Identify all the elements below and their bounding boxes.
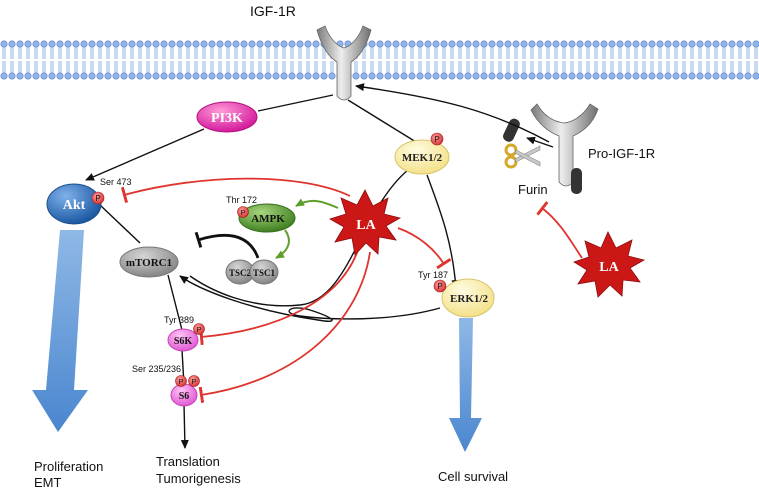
- cell-survival-label: Cell survival: [438, 469, 508, 484]
- svg-text:LA: LA: [356, 218, 376, 233]
- pro-igf1r-label: Pro-IGF-1R: [588, 146, 655, 161]
- translation-label: Translation: [156, 454, 220, 469]
- akt-site-label: Ser 473: [100, 177, 132, 187]
- svg-text:MEK1/2: MEK1/2: [402, 152, 443, 164]
- akt-outcome-arrow: [32, 230, 88, 432]
- akt-node: Akt: [46, 183, 102, 225]
- ampk-site-label: Thr 172: [226, 195, 257, 205]
- arrow-pi3k-to-akt: [85, 128, 205, 181]
- erk-outcome-arrow: [449, 318, 482, 452]
- phospho-ampk: P: [237, 206, 249, 218]
- phospho-erk: P: [433, 279, 447, 293]
- mtorc1-node: mTORC1: [119, 246, 179, 278]
- ampk-node: AMPK: [238, 203, 296, 233]
- inhibit-la-to-erk: [397, 227, 452, 270]
- phospho-s6k: P: [193, 323, 205, 335]
- arrow-pro-to-igf1r: [355, 83, 550, 143]
- pi3k-node: PI3K: [196, 101, 258, 133]
- svg-text:PI3K: PI3K: [211, 111, 243, 126]
- phospho-akt: P: [91, 191, 105, 205]
- la-star-main: LA: [329, 189, 402, 256]
- inhibit-la-to-s6k: [199, 249, 359, 346]
- phospho-mek: P: [430, 132, 444, 146]
- line-igf1r-to-pi3k: [257, 94, 334, 112]
- cell-membrane: [0, 40, 759, 80]
- phospho-s6-b: P: [188, 375, 200, 387]
- inhibit-la-to-furin: [536, 201, 583, 259]
- erk-node: ERK1/2: [441, 278, 495, 318]
- svg-text:P: P: [240, 208, 245, 217]
- tsc2-node: TSC2: [225, 259, 255, 285]
- scissors-icon: [504, 143, 541, 169]
- arrow-pro-to-fragment: [526, 136, 554, 148]
- arrow-ampk-to-tsc: [275, 229, 290, 259]
- inhibit-la-to-akt: [120, 177, 351, 203]
- svg-text:P: P: [178, 377, 183, 386]
- s6-site-label: Ser 235/236: [132, 364, 181, 374]
- line-igf1r-to-mek: [347, 99, 417, 143]
- svg-text:P: P: [191, 377, 196, 386]
- svg-text:AMPK: AMPK: [251, 213, 285, 225]
- erk-site-label: Tyr 187: [418, 270, 448, 280]
- svg-text:LA: LA: [599, 260, 619, 275]
- arrow-la-to-ampk: [295, 198, 339, 209]
- pro-igf1r-receptor: [530, 103, 599, 194]
- phospho-s6-a: P: [175, 375, 187, 387]
- cleaved-fragment: [503, 118, 520, 142]
- line-akt-to-mtorc1: [99, 204, 141, 244]
- line-mtorc1-to-s6k: [167, 274, 183, 331]
- svg-text:TSC2: TSC2: [229, 268, 252, 278]
- tumorigenesis-label: Tumorigenesis: [156, 471, 241, 486]
- svg-text:S6K: S6K: [174, 336, 193, 347]
- s6-node: S6: [170, 383, 198, 407]
- s6k-node: S6K: [167, 328, 199, 352]
- svg-text:P: P: [434, 135, 439, 144]
- svg-text:TSC1: TSC1: [253, 268, 276, 278]
- proliferation-label: Proliferation: [34, 459, 103, 474]
- arrow-erk-to-mtorc1: [179, 275, 441, 322]
- inhibit-tsc-to-mtorc1: [194, 231, 260, 259]
- svg-text:ERK1/2: ERK1/2: [450, 293, 488, 305]
- igf1r-label: IGF-1R: [250, 3, 296, 19]
- s6k-site-label: Tyr 389: [164, 315, 194, 325]
- inhibit-la-to-s6: [198, 251, 371, 404]
- svg-text:S6: S6: [179, 391, 190, 402]
- la-star-side: LA: [573, 231, 646, 298]
- svg-text:P: P: [437, 282, 442, 291]
- tsc1-node: TSC1: [249, 259, 279, 285]
- svg-text:mTORC1: mTORC1: [126, 257, 172, 269]
- svg-text:Akt: Akt: [63, 198, 86, 213]
- igf1r-receptor: [316, 25, 372, 101]
- arrow-mek-to-erk: [426, 174, 460, 289]
- furin-label: Furin: [518, 182, 548, 197]
- arrow-s6-to-translation: [180, 403, 189, 449]
- svg-text:P: P: [196, 325, 201, 334]
- mek-node: MEK1/2: [394, 139, 450, 175]
- emt-label: EMT: [34, 475, 62, 490]
- svg-text:P: P: [95, 194, 100, 203]
